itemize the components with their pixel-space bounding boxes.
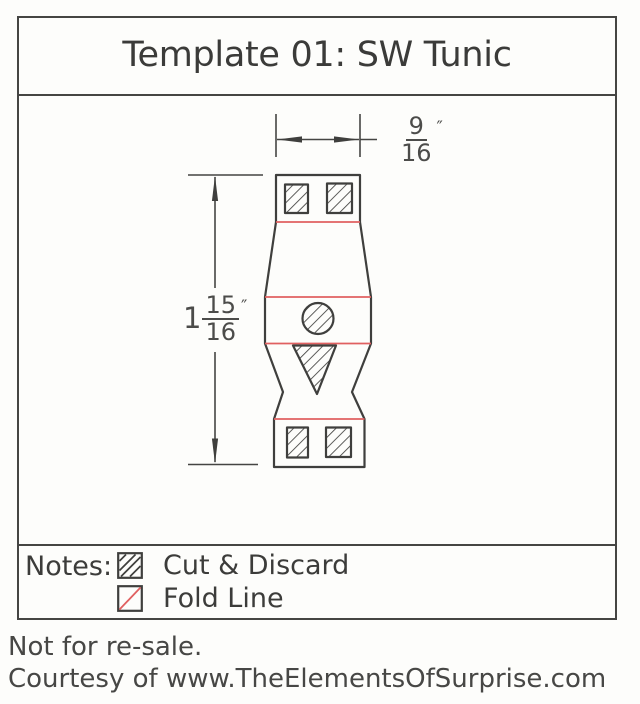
height-dimension-label: 1 15 16 ″ <box>183 291 248 347</box>
width-dimension-label: 9 16 ″ <box>398 112 443 168</box>
notes-label: Notes: <box>25 551 113 582</box>
tunic-outline <box>263 173 373 469</box>
inch-mark: ″ <box>241 297 248 317</box>
cut-areas <box>283 182 354 459</box>
footer-courtesy-text: Courtesy of www.TheElementsOfSurprise.co… <box>8 664 607 694</box>
down-arrowhead-icon <box>211 438 219 464</box>
height-fraction: 15 16 <box>202 293 239 344</box>
legend-label-cut-discard: Cut & Discard <box>163 550 350 581</box>
fold-lines <box>265 221 371 420</box>
cut-area-circle <box>301 301 335 336</box>
cut-area-bottom-left <box>285 426 310 459</box>
cut-area-top-right <box>325 182 354 215</box>
title-bar: Template 01: SW Tunic <box>19 18 615 96</box>
height-dimension <box>188 174 263 466</box>
footer-resale-text: Not for re-sale. <box>8 632 203 662</box>
inch-mark: ″ <box>436 118 443 138</box>
page-title: Template 01: SW Tunic <box>122 35 512 75</box>
cut-hatch-swatch-icon <box>117 552 143 579</box>
left-arrowhead-icon <box>277 136 302 143</box>
up-arrowhead-icon <box>211 176 219 201</box>
legend-item-cut-discard: Cut & Discard <box>117 550 349 581</box>
notes-section: Notes: Cut & Discard <box>19 544 615 618</box>
fold-line-swatch-icon <box>117 585 143 612</box>
width-dimension <box>275 114 377 157</box>
sheet-border-box: Template 01: SW Tunic Notes: Cut & Disca… <box>17 16 617 620</box>
cut-area-bottom-right <box>324 426 353 459</box>
legend-label-fold-line: Fold Line <box>163 583 284 614</box>
right-arrowhead-icon <box>334 136 359 143</box>
legend-item-fold-line: Fold Line <box>117 583 284 614</box>
cut-area-top-left <box>283 183 310 215</box>
width-fraction: 9 16 <box>401 112 432 168</box>
cut-area-v-notch <box>291 344 338 396</box>
